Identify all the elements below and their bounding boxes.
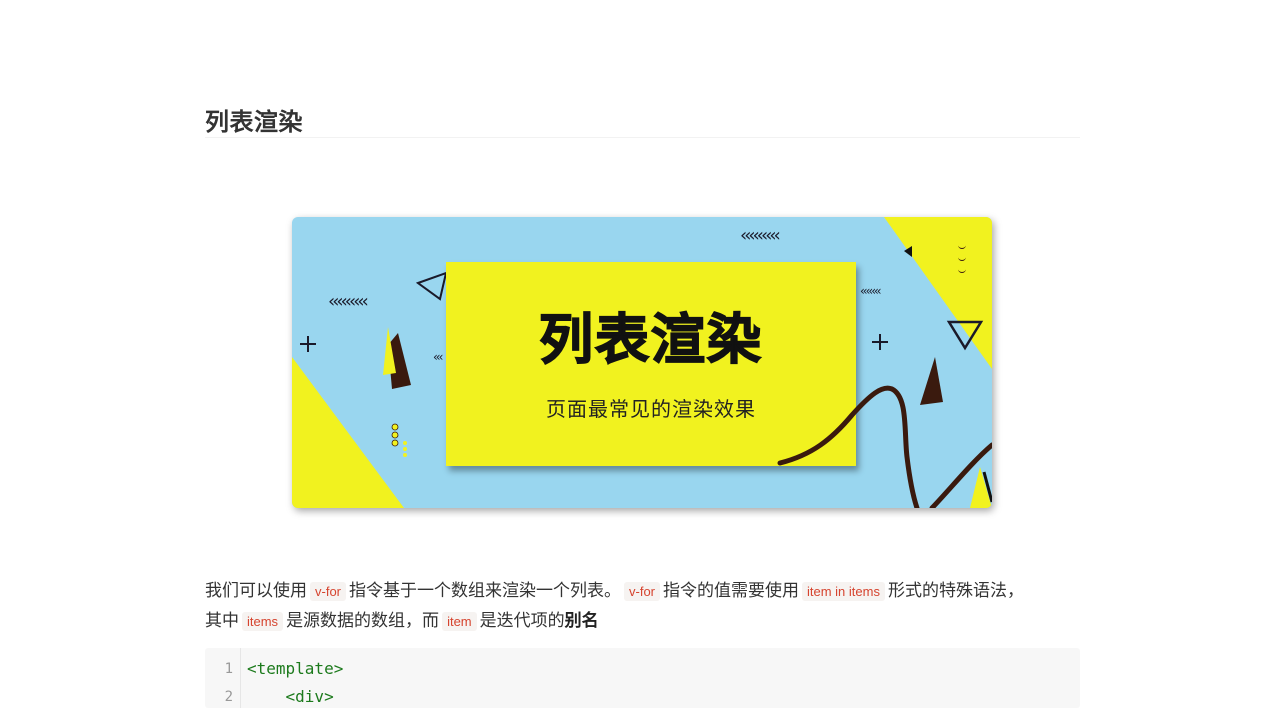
triangle-filled-icon (388, 333, 411, 389)
chevrons-icon: ‹‹‹ (433, 350, 443, 364)
triangle-filled-icon (383, 327, 396, 375)
banner-subtitle: 页面最常见的渲染效果 (546, 399, 756, 421)
chevrons-icon: ‹‹‹‹‹‹‹ (860, 284, 881, 298)
triangle-filled-icon (904, 246, 912, 257)
inline-code: items (242, 612, 284, 631)
dots-icon (391, 423, 399, 447)
title-divider (205, 137, 1080, 138)
text-segment: 指令的值需要使用 (663, 581, 799, 600)
text-segment: 其中 (205, 611, 239, 630)
inline-code: v-for (310, 582, 346, 601)
code-text: <div> (247, 687, 334, 706)
triangle-filled-icon (920, 357, 943, 405)
text-segment: 是源数据的数组，而 (286, 611, 440, 630)
banner-card: 列表渲染 页面最常见的渲染效果 (446, 262, 856, 466)
inline-code: v-for (624, 582, 660, 601)
text-segment: 形式的特殊语法， (887, 581, 1024, 600)
triangle-outline-icon (946, 320, 984, 351)
code-text: <template> (247, 659, 344, 678)
moons-icon (958, 245, 966, 273)
code-block[interactable]: 1 <template> 2 <div> (205, 648, 1080, 708)
line-number: 1 (224, 661, 233, 677)
code-line: 2 <div> (205, 684, 1080, 710)
banner-title: 列表渲染 (538, 309, 763, 371)
inline-code: item (442, 612, 477, 631)
triangle-outline-icon (415, 271, 448, 301)
banner-image: ‹‹‹‹‹‹‹‹‹ ‹‹‹‹‹‹‹‹‹ ‹‹‹‹‹‹‹ ‹‹‹ (292, 217, 992, 508)
section-title: 列表渲染 (205, 109, 303, 136)
yellow-corner-shape (884, 217, 992, 369)
line-number-gutter (240, 648, 241, 708)
code-line: 1 <template> (205, 656, 1080, 682)
plus-icon (872, 334, 888, 350)
inline-code: item in items (802, 582, 885, 601)
text-segment: 指令基于一个数组来渲染一个列表。 (349, 581, 621, 600)
yellow-corner-shape (292, 357, 404, 508)
text-segment: 我们可以使用 (205, 581, 307, 600)
chevrons-icon: ‹‹‹‹‹‹‹‹‹ (740, 225, 780, 246)
dots-icon (403, 441, 407, 457)
chevrons-icon: ‹‹‹‹‹‹‹‹‹ (328, 291, 368, 312)
text-segment: 是迭代项的 (479, 611, 565, 630)
plus-icon (300, 336, 316, 352)
bold-term: 别名 (564, 611, 599, 630)
line-number: 2 (224, 689, 233, 705)
